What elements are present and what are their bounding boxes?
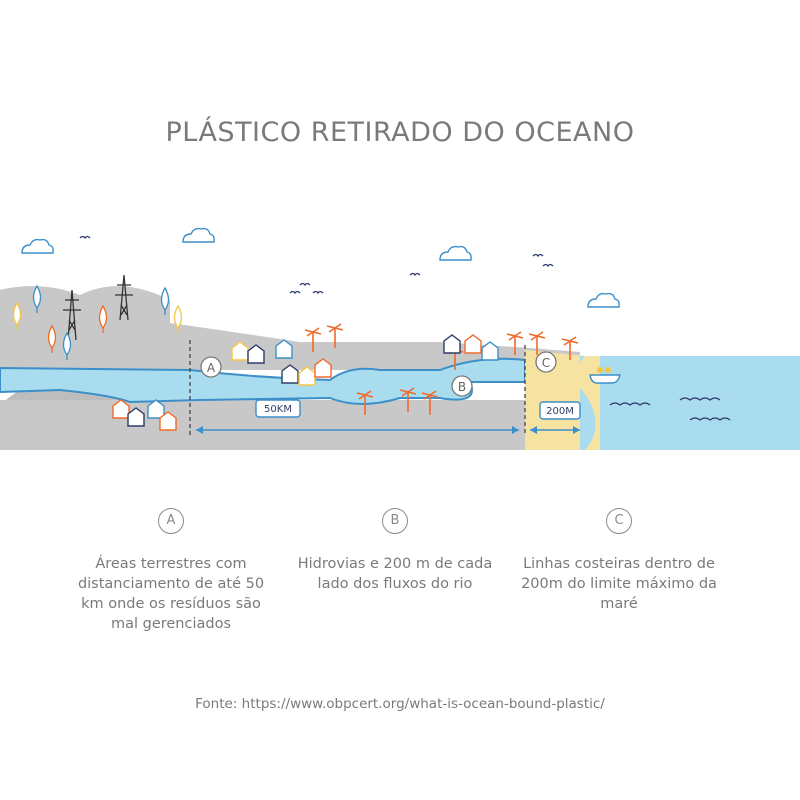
cloud-icon xyxy=(587,292,620,308)
zone-marker-b: B xyxy=(451,375,473,397)
zone-b-badge: B xyxy=(382,508,408,534)
source-citation: Fonte: https://www.obpcert.org/what-is-o… xyxy=(195,696,605,712)
zone-c-badge: C xyxy=(606,508,632,534)
power-tower-icon xyxy=(63,274,133,341)
zone-marker-c: C xyxy=(535,351,557,373)
svg-text:C: C xyxy=(542,356,550,370)
zone-c-description: Linhas costeiras dentro de 200m do limit… xyxy=(521,556,717,612)
distance-label-200m: 200M xyxy=(539,401,581,420)
zone-a-column: A Áreas terrestres com distanciamento de… xyxy=(71,508,271,634)
zone-b-column: B Hidrovias e 200 m de cada lado dos flu… xyxy=(295,508,495,594)
zone-b-description: Hidrovias e 200 m de cada lado dos fluxo… xyxy=(297,556,493,592)
cloud-icon xyxy=(182,227,215,243)
tree-icon xyxy=(47,304,108,353)
svg-text:50KM: 50KM xyxy=(264,404,292,415)
cloud-icon xyxy=(439,245,472,261)
house-icon xyxy=(112,334,499,431)
sand-coast-edge xyxy=(525,356,600,450)
tree-icon xyxy=(32,284,170,360)
svg-text:B: B xyxy=(458,380,466,394)
waves-icon xyxy=(609,397,731,421)
tree-icon xyxy=(12,301,183,333)
zone-marker-a: A xyxy=(200,356,222,378)
zone-a-badge: A xyxy=(158,508,184,534)
cloud-icon xyxy=(21,238,54,254)
coastal-scene-illustration: 50KM 200M A B C xyxy=(0,227,800,450)
distance-label-50km: 50KM xyxy=(255,399,301,418)
distance-arrow-50km xyxy=(196,426,519,434)
boat-icon xyxy=(589,367,621,384)
zone-a-description: Áreas terrestres com distanciamento de a… xyxy=(77,556,265,632)
page-title: PLÁSTICO RETIRADO DO OCEANO xyxy=(165,117,635,148)
svg-text:200M: 200M xyxy=(546,406,574,417)
birds-icon xyxy=(79,235,554,295)
distance-arrow-200m xyxy=(530,426,580,434)
zone-c-column: C Linhas costeiras dentro de 200m do lim… xyxy=(519,508,719,614)
svg-text:A: A xyxy=(207,361,216,375)
